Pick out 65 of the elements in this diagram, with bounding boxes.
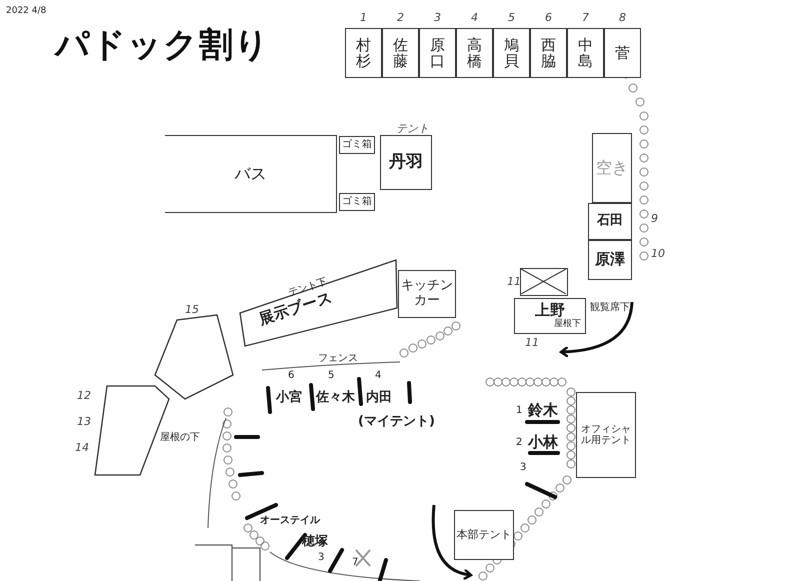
map-label: 屋根の下 — [160, 430, 200, 444]
slot-number: 4 — [471, 11, 478, 24]
name-text: 高橋 — [467, 36, 482, 70]
slot-number: 2 — [397, 11, 404, 24]
empty-slot — [592, 133, 632, 203]
map-label: (マイテント) — [358, 413, 435, 430]
title-text: パドック割り — [55, 24, 270, 67]
name-text: ゴミ箱 — [342, 196, 372, 208]
name-text: 原澤 — [595, 251, 625, 269]
name-text: バス — [234, 164, 266, 184]
food-truck-area — [398, 270, 456, 318]
name-text: 中島 — [578, 36, 593, 70]
slot-number: 11 — [525, 336, 539, 349]
name-text: 西脇 — [541, 36, 556, 70]
map-label: 小宮 — [276, 388, 302, 406]
map-label: フェンス — [318, 352, 358, 365]
name-text: ゴミ箱 — [342, 139, 372, 151]
name-text: オフィシャル用テント — [580, 424, 632, 446]
map-label: 2022 4/8 — [6, 6, 46, 16]
slot-number: 14 — [75, 441, 89, 454]
map-label: 6 — [288, 370, 294, 381]
name-text: 丹羽 — [389, 152, 423, 172]
map-label: 7 — [352, 557, 358, 568]
note-text: 屋根下 — [554, 319, 581, 330]
trash-bin-box — [339, 193, 375, 211]
name-text: 空き — [596, 158, 628, 178]
bus-area — [165, 135, 337, 213]
slot-number: 15 — [185, 303, 199, 316]
slot-number: 12 — [77, 389, 91, 402]
slot-number: 8 — [619, 11, 626, 24]
slot-number: 13 — [77, 415, 91, 428]
tent-box — [454, 510, 514, 560]
tent-box — [576, 392, 636, 478]
trash-bin-box — [339, 136, 375, 154]
slot-number: 11 — [507, 275, 521, 288]
name-text: 鳩貝 — [504, 36, 519, 70]
name-text: 本部テント — [456, 528, 512, 542]
map-label: 1 — [516, 405, 522, 416]
slot-number: 5 — [508, 11, 515, 24]
name-text: 石田 — [597, 214, 623, 229]
name-text: 佐藤 — [393, 36, 408, 70]
map-label: 内田 — [366, 389, 392, 406]
name-text: 原口 — [430, 36, 445, 70]
slot-number: 3 — [434, 11, 441, 24]
map-label: 3 — [520, 462, 526, 473]
slot-number: 1 — [360, 11, 367, 24]
map-label: 佐々木 — [316, 389, 355, 406]
map-label: 観覧席下 — [590, 300, 630, 314]
slot-number: 10 — [651, 247, 665, 260]
slot-number: 6 — [545, 11, 552, 24]
name-text: 菅 — [615, 44, 630, 62]
map-label: 鈴木 — [528, 401, 558, 420]
map-label: 4 — [375, 370, 382, 381]
map-label: 小林 — [528, 433, 558, 452]
name-text: 村杉 — [356, 36, 371, 70]
slot-number: 9 — [651, 212, 658, 225]
slot-number: 7 — [582, 11, 589, 24]
map-label: 穂塚 — [302, 533, 328, 550]
map-label: 5 — [328, 370, 334, 381]
map-label: 3 — [318, 552, 324, 563]
map-label: 2 — [516, 437, 522, 448]
map-label: オーステイル — [260, 514, 320, 527]
name-text: キッチンカー — [400, 279, 454, 309]
slot-number: テント — [396, 121, 429, 136]
name-text: 上野 — [535, 302, 565, 320]
